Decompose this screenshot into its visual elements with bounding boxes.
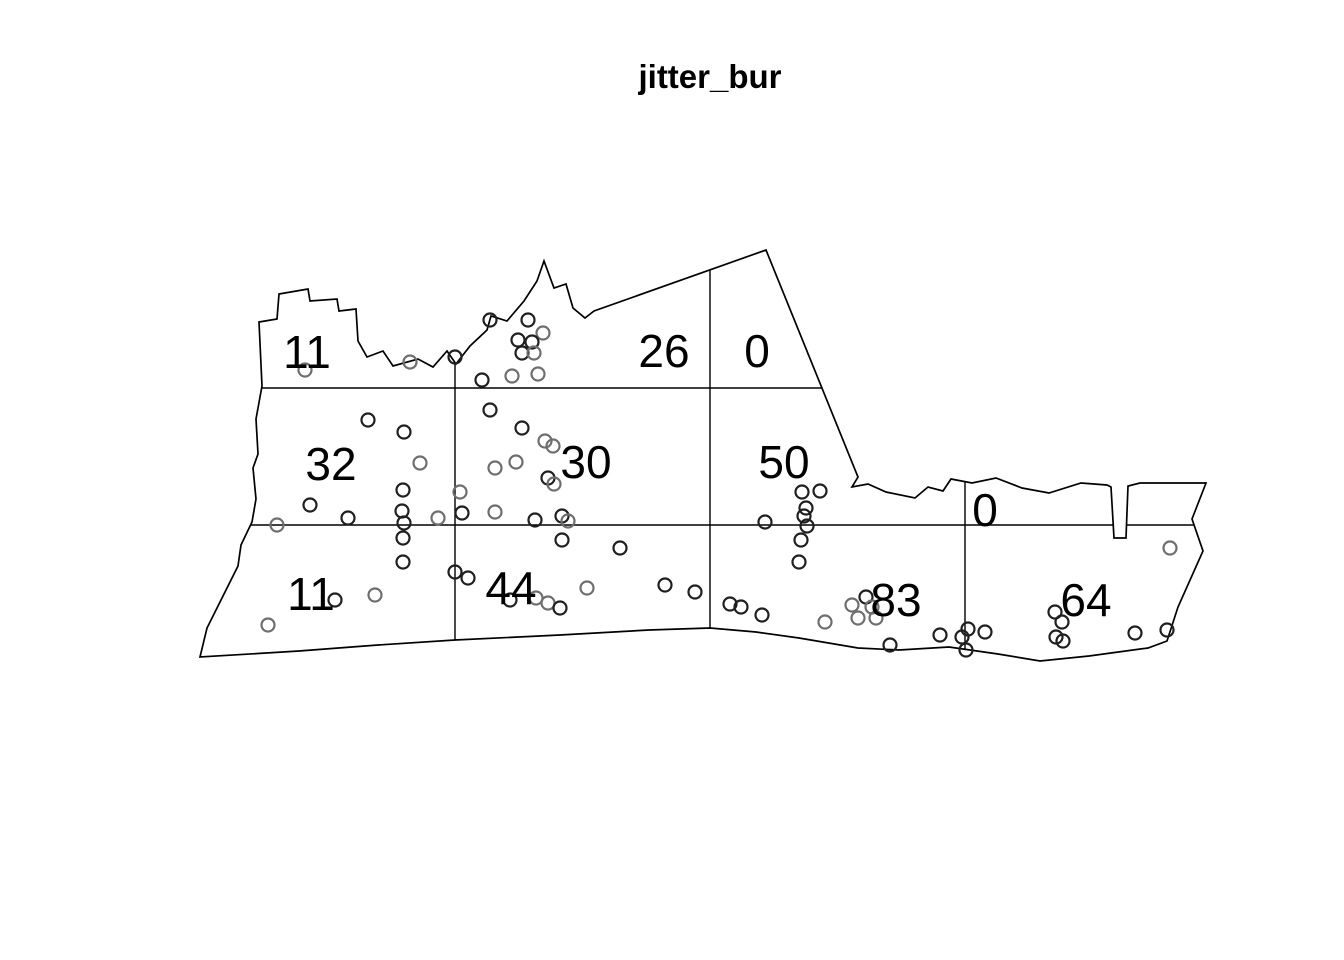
jitter-point bbox=[958, 642, 974, 658]
jitter-point bbox=[502, 592, 518, 608]
jitter-point bbox=[412, 455, 428, 471]
jitter-point bbox=[687, 584, 703, 600]
jitter-point bbox=[537, 433, 553, 449]
jitter-points bbox=[260, 312, 1178, 658]
jitter-point bbox=[269, 517, 285, 533]
jitter-point bbox=[1047, 604, 1063, 620]
jitter-point bbox=[657, 577, 673, 593]
jitter-point bbox=[817, 614, 833, 630]
cell-count-label: 11 bbox=[287, 568, 335, 620]
jitter-point bbox=[977, 624, 993, 640]
jitter-point bbox=[612, 540, 628, 556]
jitter-point bbox=[799, 518, 815, 534]
cell-count-label: 11 bbox=[283, 326, 331, 378]
jitter-point bbox=[1055, 633, 1071, 649]
jitter-point bbox=[394, 503, 410, 519]
jitter-point bbox=[868, 610, 884, 626]
jitter-point bbox=[396, 515, 412, 531]
jitter-point bbox=[1162, 540, 1178, 556]
jitter-point bbox=[520, 312, 536, 328]
jitter-point bbox=[1159, 622, 1175, 638]
jitter-point bbox=[960, 621, 976, 637]
jitter-point bbox=[526, 345, 542, 361]
jitter-point bbox=[794, 484, 810, 500]
jitter-point bbox=[524, 334, 540, 350]
plot-title: jitter_bur bbox=[637, 58, 781, 95]
jitter-point bbox=[527, 512, 543, 528]
jitter-point bbox=[733, 599, 749, 615]
jitter-point bbox=[510, 332, 526, 348]
jitter-point bbox=[447, 564, 463, 580]
jitter-point bbox=[554, 532, 570, 548]
jitter-point bbox=[367, 587, 383, 603]
jitter-point bbox=[1054, 614, 1070, 630]
jitter-point bbox=[302, 497, 318, 513]
jitter-point bbox=[546, 476, 562, 492]
jitter-point bbox=[447, 349, 463, 365]
jitter-point bbox=[793, 532, 809, 548]
jitter-point bbox=[722, 596, 738, 612]
jitter-point bbox=[560, 513, 576, 529]
jitter-point bbox=[798, 500, 814, 516]
jitter-point bbox=[514, 420, 530, 436]
cell-count-label: 32 bbox=[305, 438, 356, 490]
cell-count-label: 26 bbox=[638, 325, 689, 377]
jitter-point bbox=[754, 607, 770, 623]
jitter-point bbox=[260, 617, 276, 633]
jitter-point bbox=[452, 484, 468, 500]
jitter-point bbox=[508, 454, 524, 470]
jitter-point bbox=[395, 530, 411, 546]
jitter-point bbox=[327, 592, 343, 608]
jitter-point bbox=[460, 570, 476, 586]
jitter-point bbox=[552, 600, 568, 616]
jitter-point bbox=[430, 510, 446, 526]
jitter-point bbox=[482, 402, 498, 418]
jitter-point bbox=[932, 627, 948, 643]
jitter-point bbox=[882, 637, 898, 653]
jitter-point bbox=[579, 580, 595, 596]
jitter-point bbox=[487, 504, 503, 520]
jitter-point bbox=[474, 372, 490, 388]
cell-count-label: 64 bbox=[1060, 574, 1111, 626]
jitter-point bbox=[1127, 625, 1143, 641]
jitter-point bbox=[487, 460, 503, 476]
jitter-point bbox=[844, 597, 860, 613]
jitter-point bbox=[360, 412, 376, 428]
cell-count-label: 0 bbox=[972, 484, 998, 536]
jitter-point bbox=[791, 554, 807, 570]
cell-count-label: 50 bbox=[758, 436, 809, 488]
jitter-point bbox=[850, 610, 866, 626]
jitter-point bbox=[796, 508, 812, 524]
jitter-point bbox=[395, 482, 411, 498]
cell-counts: 11 26 0 32 30 50 0 11 44 83 64 bbox=[283, 325, 1111, 626]
jitter-point bbox=[395, 554, 411, 570]
jitter-point bbox=[340, 510, 356, 526]
jitter-point bbox=[545, 438, 561, 454]
jitter-point bbox=[504, 368, 520, 384]
cell-count-label: 44 bbox=[485, 562, 536, 614]
jitter-point bbox=[757, 514, 773, 530]
jitter-point bbox=[482, 312, 498, 328]
jitter-point bbox=[402, 354, 418, 370]
jitter-point bbox=[396, 424, 412, 440]
cell-count-label: 30 bbox=[560, 436, 611, 488]
map-boundary bbox=[198, 248, 1208, 662]
jitter-point bbox=[530, 366, 546, 382]
jitter-point bbox=[812, 483, 828, 499]
cell-count-label: 0 bbox=[744, 325, 770, 377]
jitter-point bbox=[297, 362, 313, 378]
cell-count-label: 83 bbox=[870, 574, 921, 626]
jitter-point bbox=[535, 325, 551, 341]
jitter-point bbox=[454, 505, 470, 521]
